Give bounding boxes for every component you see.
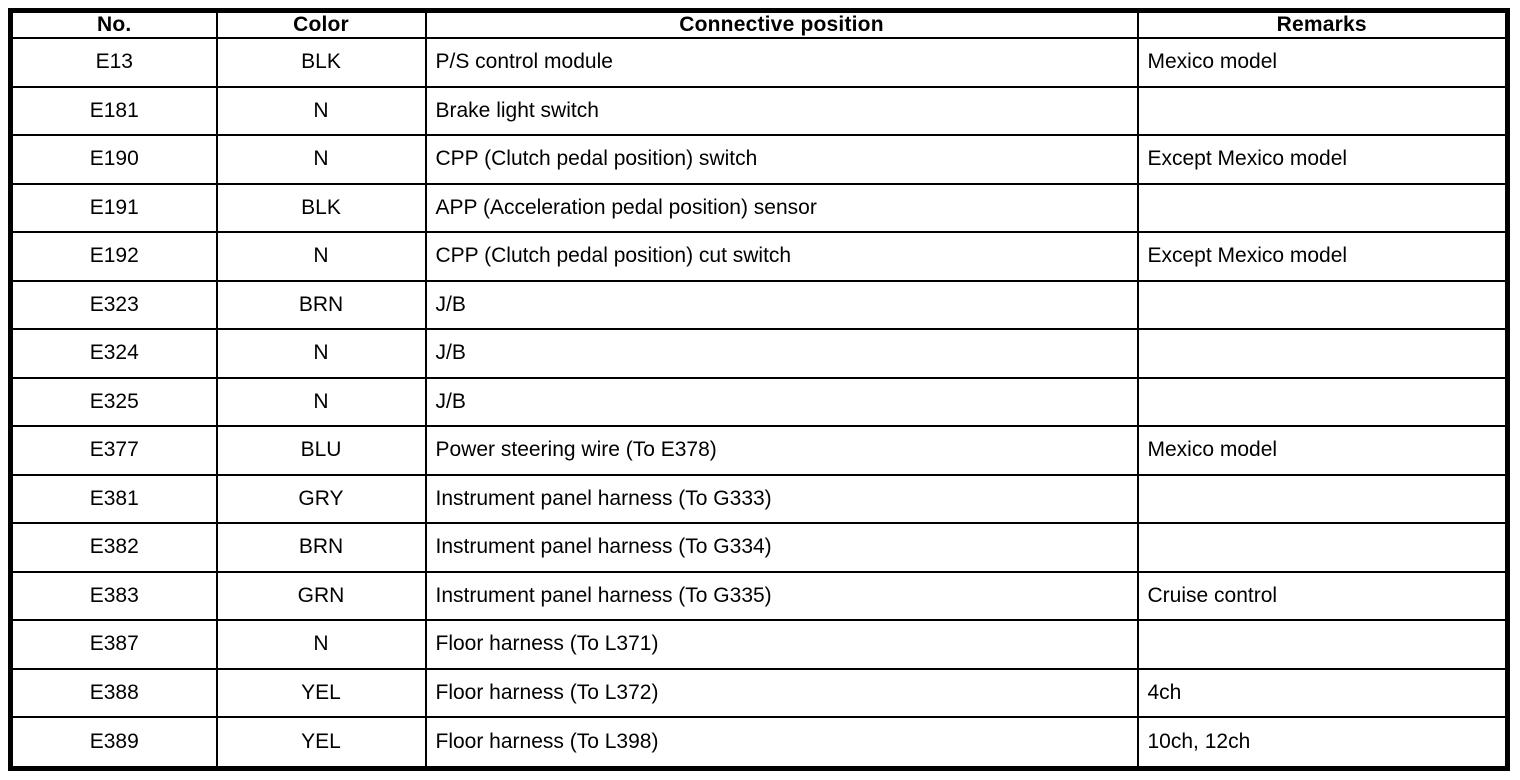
cell-remarks: Mexico model — [1136, 425, 1509, 476]
cell-position: Power steering wire (To E378) — [424, 425, 1139, 476]
cell-position: P/S control module — [424, 37, 1139, 88]
cell-color: GRN — [215, 570, 427, 621]
table-row: E388 YEL Floor harness (To L372) 4ch — [9, 667, 1509, 718]
cell-no: E377 — [9, 425, 218, 476]
cell-position: Floor harness (To L372) — [424, 667, 1139, 718]
cell-no: E181 — [9, 85, 218, 136]
table-row: E324 N J/B — [9, 328, 1509, 379]
cell-remarks — [1136, 522, 1509, 573]
cell-remarks: 10ch, 12ch — [1136, 716, 1509, 770]
cell-color: N — [215, 328, 427, 379]
cell-no: E382 — [9, 522, 218, 573]
table-row: E190 N CPP (Clutch pedal position) switc… — [9, 134, 1509, 185]
cell-color: BRN — [215, 279, 427, 330]
cell-remarks: Except Mexico model — [1136, 231, 1509, 282]
cell-remarks — [1136, 182, 1509, 233]
cell-no: E381 — [9, 473, 218, 524]
cell-remarks: Mexico model — [1136, 37, 1509, 88]
cell-position: APP (Acceleration pedal position) sensor — [424, 182, 1139, 233]
header-row: No. Color Connective position Remarks — [9, 9, 1509, 39]
table-row: E387 N Floor harness (To L371) — [9, 619, 1509, 670]
cell-no: E387 — [9, 619, 218, 670]
cell-no: E323 — [9, 279, 218, 330]
column-header-remarks: Remarks — [1136, 9, 1509, 39]
cell-position: Brake light switch — [424, 85, 1139, 136]
cell-color: N — [215, 134, 427, 185]
cell-remarks — [1136, 328, 1509, 379]
cell-position: J/B — [424, 328, 1139, 379]
cell-color: YEL — [215, 716, 427, 770]
table-row: E383 GRN Instrument panel harness (To G3… — [9, 570, 1509, 621]
cell-color: N — [215, 619, 427, 670]
cell-position: Instrument panel harness (To G333) — [424, 473, 1139, 524]
cell-no: E192 — [9, 231, 218, 282]
table-row: E191 BLK APP (Acceleration pedal positio… — [9, 182, 1509, 233]
table-row: E323 BRN J/B — [9, 279, 1509, 330]
table-row: E377 BLU Power steering wire (To E378) M… — [9, 425, 1509, 476]
cell-color: N — [215, 376, 427, 427]
column-header-no: No. — [9, 9, 218, 39]
column-header-position: Connective position — [424, 9, 1139, 39]
cell-color: BLK — [215, 37, 427, 88]
connector-table: No. Color Connective position Remarks E1… — [8, 8, 1510, 771]
cell-remarks — [1136, 376, 1509, 427]
cell-no: E383 — [9, 570, 218, 621]
cell-position: CPP (Clutch pedal position) cut switch — [424, 231, 1139, 282]
table-row: E13 BLK P/S control module Mexico model — [9, 37, 1509, 88]
cell-position: Floor harness (To L398) — [424, 716, 1139, 770]
cell-position: Instrument panel harness (To G334) — [424, 522, 1139, 573]
table-row: E181 N Brake light switch — [9, 85, 1509, 136]
cell-color: N — [215, 85, 427, 136]
cell-no: E191 — [9, 182, 218, 233]
cell-no: E13 — [9, 37, 218, 88]
table-row: E389 YEL Floor harness (To L398) 10ch, 1… — [9, 716, 1509, 770]
table-row: E325 N J/B — [9, 376, 1509, 427]
column-header-color: Color — [215, 9, 427, 39]
cell-position: J/B — [424, 376, 1139, 427]
cell-remarks — [1136, 619, 1509, 670]
cell-remarks — [1136, 473, 1509, 524]
cell-color: BLK — [215, 182, 427, 233]
cell-color: BLU — [215, 425, 427, 476]
cell-color: YEL — [215, 667, 427, 718]
table-row: E381 GRY Instrument panel harness (To G3… — [9, 473, 1509, 524]
cell-remarks: 4ch — [1136, 667, 1509, 718]
cell-color: BRN — [215, 522, 427, 573]
cell-color: N — [215, 231, 427, 282]
cell-no: E190 — [9, 134, 218, 185]
cell-no: E324 — [9, 328, 218, 379]
cell-position: Instrument panel harness (To G335) — [424, 570, 1139, 621]
cell-remarks: Except Mexico model — [1136, 134, 1509, 185]
cell-position: J/B — [424, 279, 1139, 330]
cell-no: E325 — [9, 376, 218, 427]
table-row: E382 BRN Instrument panel harness (To G3… — [9, 522, 1509, 573]
cell-color: GRY — [215, 473, 427, 524]
table-row: E192 N CPP (Clutch pedal position) cut s… — [9, 231, 1509, 282]
cell-position: Floor harness (To L371) — [424, 619, 1139, 670]
cell-no: E389 — [9, 716, 218, 770]
cell-no: E388 — [9, 667, 218, 718]
cell-remarks: Cruise control — [1136, 570, 1509, 621]
cell-remarks — [1136, 279, 1509, 330]
cell-remarks — [1136, 85, 1509, 136]
cell-position: CPP (Clutch pedal position) switch — [424, 134, 1139, 185]
